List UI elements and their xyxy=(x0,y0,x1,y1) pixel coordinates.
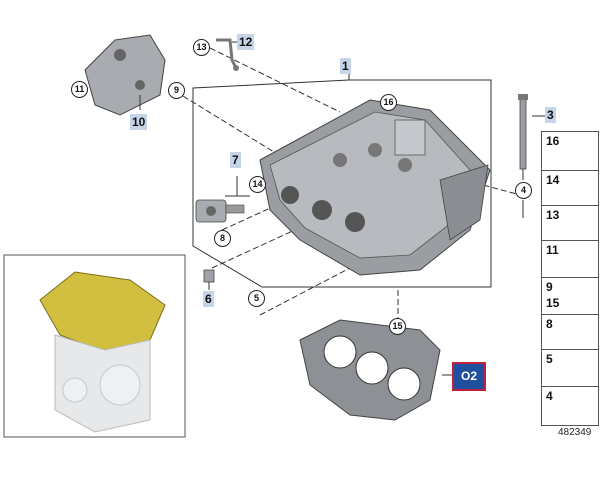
legend-number: 4 xyxy=(546,389,553,403)
legend-number: 14 xyxy=(546,173,560,187)
callout-6: 6 xyxy=(203,291,214,307)
legend-cell-4: 4 xyxy=(541,386,599,426)
callout-11: 11 xyxy=(71,81,88,98)
cylinder-head-drawing xyxy=(259,99,491,276)
callout-9: 9 xyxy=(168,82,185,99)
sensor-drawing xyxy=(195,199,245,223)
callout-15: 15 xyxy=(389,318,406,335)
engine-mount-bracket-drawing xyxy=(84,34,166,116)
legend-cell-13: 13 xyxy=(541,205,599,245)
legend-number: 15 xyxy=(546,296,560,310)
callout-13: 13 xyxy=(193,39,210,56)
legend-cell-16: 16 xyxy=(541,131,599,171)
assembly-frame xyxy=(192,79,492,288)
callout-3: 3 xyxy=(545,107,556,123)
small-pipe-drawing xyxy=(216,38,239,71)
callout-7: 7 xyxy=(230,152,241,168)
callout-10: 10 xyxy=(130,114,148,130)
callout-16: 16 xyxy=(380,94,397,111)
callout-5: 5 xyxy=(248,290,265,307)
legend-number: 11 xyxy=(546,243,559,257)
callout-1: 1 xyxy=(340,58,351,74)
cylinder-head-bolt-drawing xyxy=(518,94,528,170)
head-gasket-drawing xyxy=(299,319,441,421)
legend-number: 5 xyxy=(546,352,553,366)
legend-cell-8: 8 xyxy=(541,314,599,354)
callout-4: 4 xyxy=(515,182,532,199)
legend-cell-9-15: 9 15 xyxy=(541,277,599,317)
legend-number: 8 xyxy=(546,317,553,331)
legend-number: 9 xyxy=(546,280,553,294)
callout-12: 12 xyxy=(237,34,255,50)
callout-14: 14 xyxy=(249,176,266,193)
gasket-highlight-label: O2 xyxy=(452,362,486,391)
engine-overview-drawing xyxy=(39,271,166,433)
legend-cell-11: 11 xyxy=(541,240,599,280)
legend-cell-5: 5 xyxy=(541,349,599,389)
legend-number: 16 xyxy=(546,134,560,148)
callout-8: 8 xyxy=(214,230,231,247)
legend-number: 13 xyxy=(546,208,560,222)
plug-drawing xyxy=(203,269,215,290)
legend-cell-14: 14 xyxy=(541,170,599,210)
diagram-reference-number: 482349 xyxy=(558,427,592,438)
